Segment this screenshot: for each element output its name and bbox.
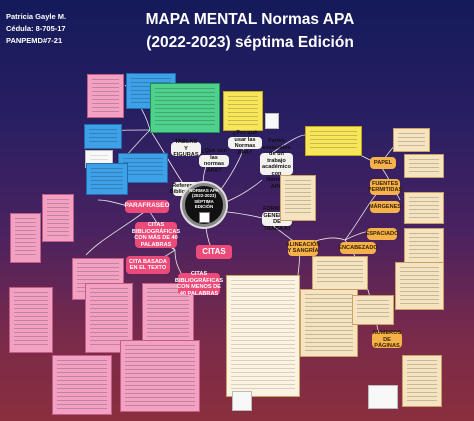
note-card-pink-2 (42, 194, 74, 242)
note-card-tan-7 (395, 262, 444, 310)
note-card-blue-small (84, 124, 122, 149)
node-fuentes[interactable]: FUENTES PERMITIDAS (367, 179, 403, 195)
note-card-tan-right (393, 128, 430, 152)
node-citas-mas-40[interactable]: CITAS BIBLIOGRÁFICAS CON MÁS DE 40 PALAB… (131, 222, 181, 248)
note-card-pink-3 (10, 213, 41, 263)
node-parafraseo[interactable]: PARAFRASEO (124, 200, 170, 213)
note-card-tan-2 (312, 256, 368, 290)
note-card-light (226, 275, 300, 397)
title-line-2: (2022-2023) séptima Edición (146, 34, 354, 51)
center-tile-icon (198, 211, 210, 223)
node-citas-menos-40[interactable]: CITAS BIBLIOGRÁFICAS CON MENOS DE 40 PAL… (174, 271, 224, 297)
center-line-1: NORMAS APA (189, 187, 219, 193)
node-espaciado[interactable]: ESPACIADO (366, 228, 398, 240)
note-card-tan-5 (404, 192, 444, 224)
page-example (368, 385, 398, 409)
node-encabezado[interactable]: ENCABEZADO (338, 242, 378, 254)
note-card-yellow (223, 91, 263, 131)
center-line-3: EDICIÓN (194, 204, 214, 209)
note-card-tan-8 (352, 295, 394, 325)
node-que-son[interactable]: ¿Qué son las normas APA? (199, 148, 229, 174)
node-alineacion[interactable]: ALINEACIÓN Y SANGRÍA (285, 240, 321, 256)
author-code: PANPEMD#7-21 (6, 36, 63, 45)
node-partes[interactable]: Partes esenciales de un trabajo académic… (260, 138, 293, 190)
note-card-tan-9 (402, 355, 442, 407)
note-card-tan-4 (404, 154, 444, 178)
note-card-yellow-right (305, 126, 362, 156)
node-papel[interactable]: PAPEL (370, 157, 396, 169)
author-name: Patricia Gayle M. (6, 12, 67, 21)
center-line-2: (2022-2023) SÉPTIMA (192, 193, 216, 204)
note-card-green (150, 83, 220, 133)
center-topic[interactable]: NORMAS APA (2022-2023) SÉPTIMA EDICIÓN (182, 183, 226, 227)
note-card-pink-4 (9, 287, 53, 353)
note-card-blue-3 (86, 163, 128, 195)
note-card-tan (300, 289, 358, 357)
note-card-tan-3 (280, 175, 316, 221)
note-card-pink-9 (52, 355, 112, 415)
figure-thumbnail (232, 391, 252, 411)
node-cita-basada[interactable]: CITA BASADA EN EL TEXTO (126, 256, 170, 274)
note-card-pink (87, 74, 124, 118)
author-id: Cédula: 8-705-17 (6, 24, 66, 33)
note-card-tan-6 (404, 228, 444, 266)
node-tablas[interactable]: TABLAS Y FIGURAS (171, 139, 201, 158)
node-margenes[interactable]: MÁRGENES (369, 201, 401, 213)
document-icon (265, 113, 279, 129)
title-line-1: MAPA MENTAL Normas APA (145, 11, 355, 28)
node-por-que[interactable]: ¿Por qué usar las Normas APA? (228, 130, 262, 156)
note-card-pink-8 (120, 340, 200, 412)
node-numeros[interactable]: NÚMEROS DE PÁGINAS (372, 330, 402, 350)
node-citas[interactable]: CITAS (196, 245, 232, 259)
